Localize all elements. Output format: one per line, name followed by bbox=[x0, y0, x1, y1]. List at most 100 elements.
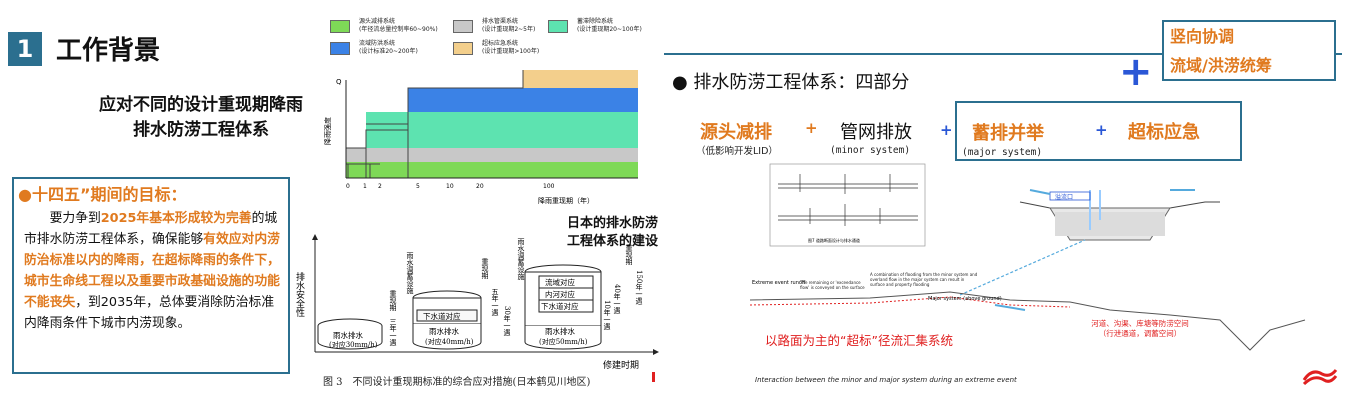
plus-icon-1: + bbox=[805, 119, 818, 137]
japan-title: 日本的排水防涝 工程体系的建设 bbox=[566, 216, 658, 249]
svg-text:下水道对应: 下水道对应 bbox=[423, 311, 461, 321]
svg-text:(对应30mm/h): (对应30mm/h) bbox=[329, 340, 378, 349]
rp2-label: 重现期 bbox=[481, 258, 489, 280]
plus-icon-2: + bbox=[940, 121, 953, 139]
slide-title: 工作背景 bbox=[56, 36, 161, 66]
svg-text:(对应50mm/h): (对应50mm/h) bbox=[539, 337, 588, 346]
goal-title: ●十四五”期间的目标： bbox=[18, 185, 187, 204]
goal-box bbox=[12, 177, 290, 374]
japan-x-label: 修建时期 bbox=[603, 359, 639, 371]
flood-diagram: 图7 道路断面设计与排水通道 溢流口 Extreme event runoff … bbox=[750, 163, 1306, 351]
goal-p2: 的城市排水防涝工程体系，确保能够 bbox=[24, 211, 278, 247]
x-tick-20: 20 bbox=[476, 183, 484, 190]
rp1-label: 重现期 bbox=[389, 290, 397, 312]
goal-p1: 要力争到 bbox=[49, 211, 101, 226]
legend-label-storage: 蓄滞除险系统(设计重现期20~100年) bbox=[577, 18, 642, 33]
part-pipe: 管网排放 bbox=[840, 122, 912, 143]
legend-swatch-emergency bbox=[453, 42, 473, 55]
big-plus-icon: + bbox=[1119, 49, 1153, 95]
rp3-b: 40年一遇 bbox=[613, 284, 621, 315]
cylinder-1: 雨水排水 (对应30mm/h) bbox=[317, 318, 383, 350]
red-exceedance-label: 以路面为主的“超标”径流汇集系统 bbox=[765, 333, 953, 348]
red-marker bbox=[652, 372, 655, 382]
x-tick-2: 2 bbox=[378, 183, 382, 190]
road-section-drawing bbox=[769, 163, 926, 247]
inlet-label: 溢流口 bbox=[1055, 193, 1073, 201]
part-source: 源头减排 bbox=[700, 122, 772, 143]
area-source bbox=[346, 162, 638, 178]
legend-swatch-pipe bbox=[453, 20, 473, 33]
plus-icon-3: + bbox=[1095, 121, 1108, 139]
goal-p3: ，到2035年，总体要消除防治标准内降雨条件下城市内涝现象。 bbox=[24, 295, 275, 331]
legend-swatch-source bbox=[330, 20, 350, 33]
svg-text:流域对应: 流域对应 bbox=[545, 277, 575, 287]
vertical-coordination-box bbox=[1162, 20, 1336, 81]
svg-text:下水道对应: 下水道对应 bbox=[541, 301, 579, 311]
rp2-value: 五年一遇 bbox=[491, 288, 499, 317]
chart-areas bbox=[346, 70, 638, 178]
legend-label-source: 源头减排系统(年径流总量控制率60~90%) bbox=[359, 18, 438, 33]
river-space-label: 河道、沟渠、库塘等防涝空间 （行泄通道，调蓄空间） bbox=[1091, 319, 1189, 338]
cylinder-3: 流域对应 内河对应 下水道对应 雨水排水 (对应50mm/h) bbox=[524, 264, 602, 350]
y-axis-letter: Q bbox=[336, 78, 342, 86]
japan-diagram: 排水安全性 修建时期 雨水排水 (对应30mm/h) 重现期 三年一遇 下水道对… bbox=[295, 234, 659, 371]
legend-label-flood: 流域防洪系统(设计标准20~200年) bbox=[359, 40, 418, 55]
diag-major-label: Major system (above ground) bbox=[928, 296, 1002, 302]
section-number: 1 bbox=[8, 32, 42, 66]
rp1-value: 三年一遇 bbox=[389, 318, 397, 347]
area-flood bbox=[408, 88, 638, 112]
part-storage-sub: (major system) bbox=[962, 147, 1043, 158]
svg-text:雨水排水: 雨水排水 bbox=[333, 330, 363, 340]
road-fig-caption: 图7 道路断面设计与排水通道 bbox=[808, 237, 860, 243]
area-storage-b bbox=[366, 130, 638, 148]
svg-text:(对应40mm/h): (对应40mm/h) bbox=[425, 337, 474, 346]
right-divider bbox=[664, 53, 1342, 55]
dashed-connection bbox=[959, 239, 1086, 296]
right-title: ● 排水防涝工程体系：四部分 bbox=[672, 72, 910, 93]
area-emergency bbox=[523, 70, 638, 88]
legend-swatch-flood bbox=[330, 42, 350, 55]
svg-text:内河对应: 内河对应 bbox=[545, 289, 575, 299]
return-period-chart: Q 降雨强度 0 1 2 5 10 20 100 降雨重现期（年） bbox=[323, 70, 638, 205]
area-pipe bbox=[346, 148, 638, 162]
vbox-line-1: 竖向协调 bbox=[1170, 27, 1235, 46]
diag-extreme-label: Extreme event runoff bbox=[752, 280, 806, 286]
rp30-value: 30年一遇 bbox=[503, 306, 511, 337]
x-tick-100: 100 bbox=[543, 183, 555, 190]
right-caption: Interaction between the minor and major … bbox=[755, 376, 1017, 384]
overland-arrow-icon bbox=[994, 304, 1026, 311]
ground-profile bbox=[750, 291, 1306, 351]
x-tick-5: 5 bbox=[416, 183, 420, 190]
rp3-c: 150年一遇 bbox=[635, 270, 643, 306]
cylinder-2: 下水道对应 雨水排水 (对应40mm/h) bbox=[412, 290, 482, 350]
rp3-label: 重现期 bbox=[625, 244, 633, 266]
goal-highlight-2: 有效应对内涝防治标准以内的降雨，在超标降雨的条件下，城市生命线工程以及重要市政基… bbox=[24, 232, 280, 310]
x-tick-10: 10 bbox=[446, 183, 454, 190]
inflow-arrow-icon bbox=[1029, 189, 1051, 195]
diag-combo: A combination of flooding from the minor… bbox=[870, 272, 977, 287]
vbox-line-2: 流域/洪涝统筹 bbox=[1170, 56, 1272, 75]
japan-y-label: 排水安全性 bbox=[295, 271, 305, 318]
x-tick-1: 1 bbox=[363, 183, 367, 190]
svg-text:雨水排水: 雨水排水 bbox=[429, 326, 459, 336]
legend-label-emergency: 超标应急系统(设计重现期>100年) bbox=[482, 40, 540, 55]
diag-remain: The remaining or 'exceedance flow' is co… bbox=[800, 280, 865, 290]
goal-body: 要力争到2025年基本形成较为完善的城市排水防涝工程体系，确保能够有效应对内涝防… bbox=[24, 208, 280, 334]
x-axis-label: 降雨重现期（年） bbox=[538, 196, 594, 205]
x-tick-0: 0 bbox=[346, 183, 350, 190]
y-axis-label: 降雨强度 bbox=[323, 117, 332, 145]
japan-caption: 图 3 不同设计重现期标准的综合应对措施(日本鹤见川地区) bbox=[323, 377, 591, 388]
storage-basin bbox=[1019, 190, 1220, 241]
svg-text:雨水排水: 雨水排水 bbox=[545, 326, 575, 336]
major-system-box bbox=[955, 101, 1242, 161]
part-emergency: 超标应急 bbox=[1128, 122, 1200, 143]
legend-label-pipe: 排水管渠系统(设计重现期2~5年) bbox=[482, 18, 536, 33]
heading-line-1: 应对不同的设计重现期降雨 bbox=[99, 95, 303, 115]
logo-icon bbox=[1302, 369, 1338, 386]
part-source-sub: （低影响开发LID） bbox=[696, 146, 778, 157]
goal-highlight-1: 2025年基本形成较为完善 bbox=[100, 211, 252, 226]
area-storage-a bbox=[366, 112, 638, 130]
left-heading: 应对不同的设计重现期降雨 排水防涝工程体系 bbox=[62, 93, 340, 143]
heading-line-2: 排水防涝工程体系 bbox=[133, 120, 269, 140]
red-flow-line bbox=[750, 296, 1071, 308]
